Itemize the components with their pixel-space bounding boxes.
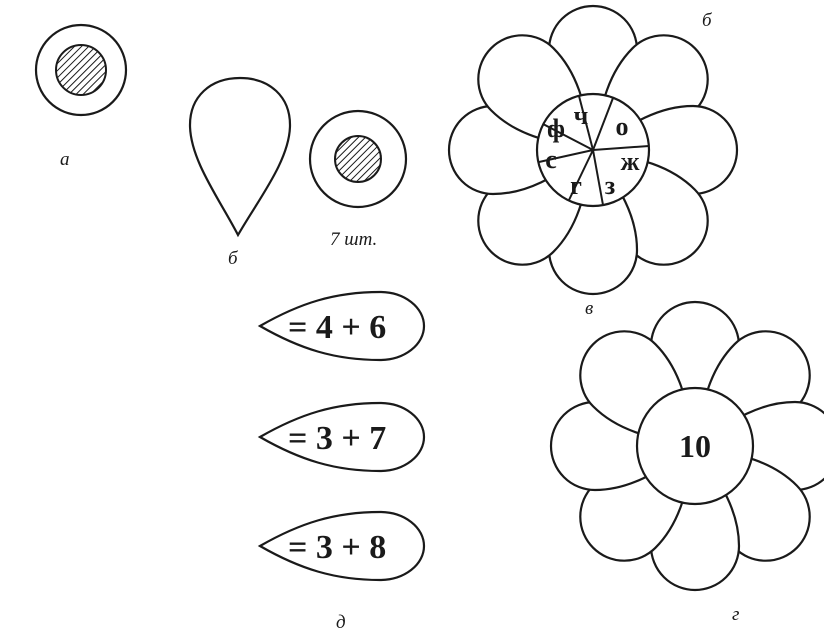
label-b-petal: б <box>228 248 239 269</box>
label-b-top: б <box>702 10 713 31</box>
petal-shape <box>190 78 290 235</box>
center-letter: ч <box>574 101 589 130</box>
label-v: в <box>585 298 593 319</box>
flower-number: 10 <box>679 428 711 464</box>
center-letter: з <box>605 171 615 200</box>
label-a: а <box>60 149 70 170</box>
flower-v <box>449 6 737 294</box>
center-letter: о <box>616 112 629 141</box>
label-d: д <box>336 612 346 631</box>
center-letter: г <box>570 171 582 200</box>
label-g: г <box>732 604 739 625</box>
count-label: 7 шт. <box>330 229 377 250</box>
center-letter: ж <box>621 147 640 176</box>
equation-text: = 3 + 7 <box>288 420 386 457</box>
center-letter: с <box>545 145 557 174</box>
equation-text: = 3 + 8 <box>288 529 386 566</box>
ring-b <box>310 111 406 207</box>
center-letter: ф <box>547 114 565 143</box>
equation-text: = 4 + 6 <box>288 309 386 346</box>
ring-a <box>36 25 126 115</box>
